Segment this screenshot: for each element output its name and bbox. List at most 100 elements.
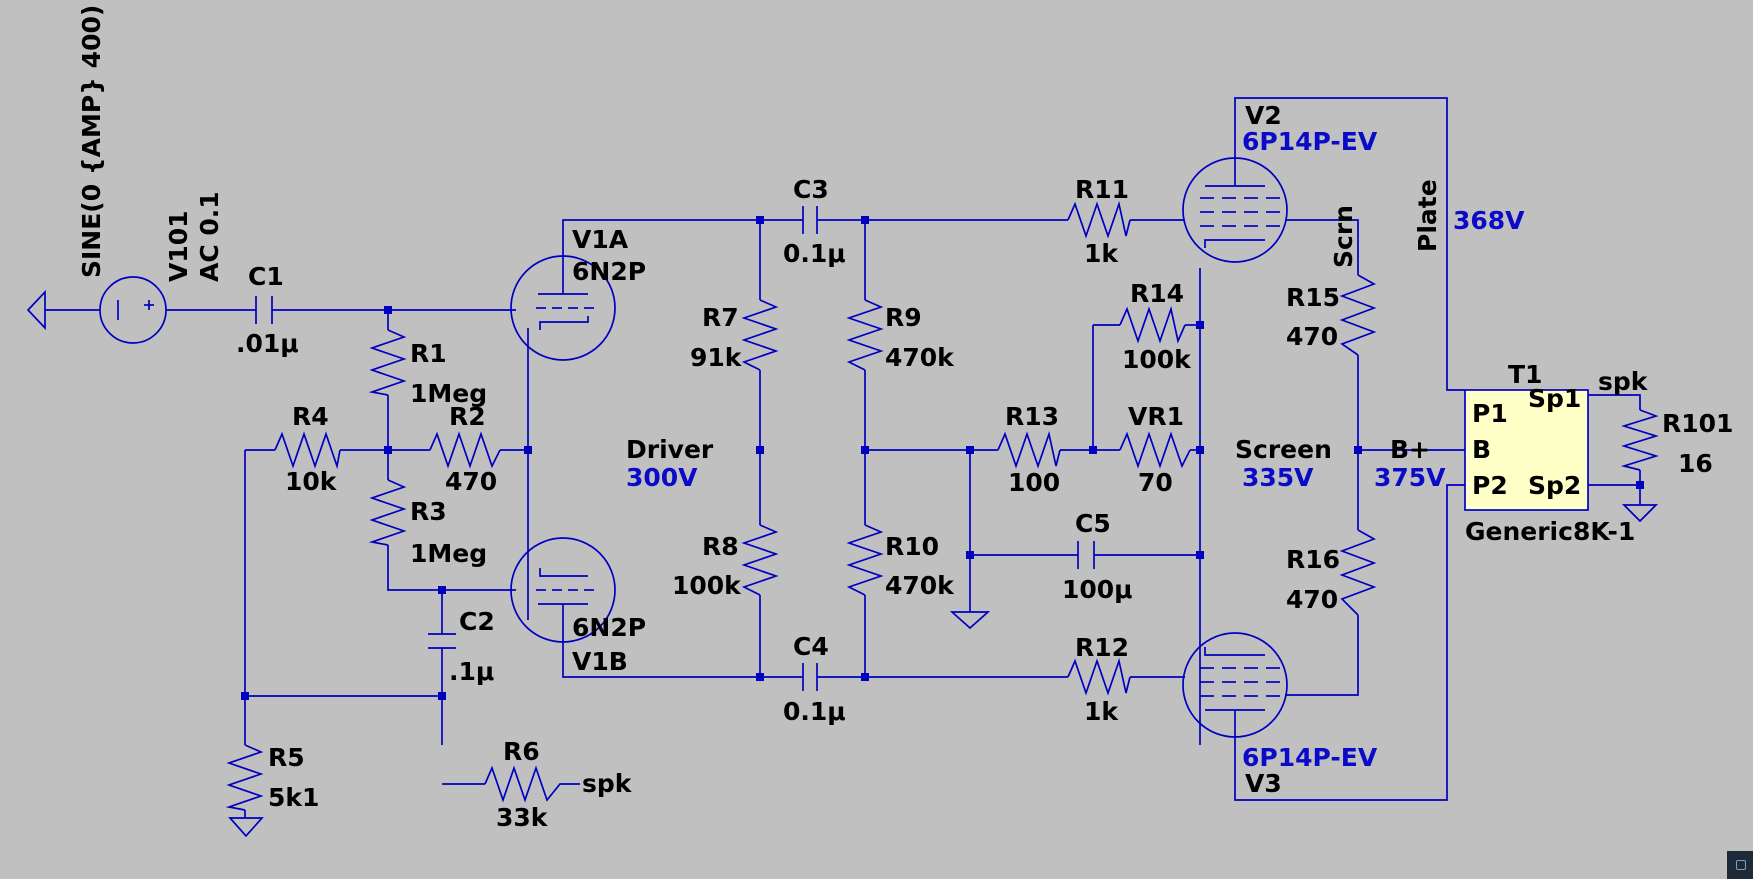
vr1-name: VR1	[1128, 402, 1184, 431]
tube-v3[interactable]	[1182, 632, 1288, 738]
r8-value: 100k	[672, 571, 742, 600]
resistor-r2	[429, 431, 501, 469]
resistor-r9	[846, 299, 884, 371]
capacitor-c4[interactable]	[802, 663, 818, 691]
v2-model: 6P14P-EV	[1242, 127, 1378, 156]
r15-value: 470	[1286, 322, 1338, 351]
v1b-name: V1B	[572, 647, 628, 676]
v3-model: 6P14P-EV	[1242, 743, 1378, 772]
net-driver: Driver	[626, 435, 714, 464]
capacitor-c5[interactable]	[1077, 541, 1095, 569]
t1-model: Generic8K-1	[1465, 517, 1635, 546]
resistor-r5	[225, 744, 264, 811]
r8-name: R8	[702, 532, 739, 561]
source-ac: AC 0.1	[195, 191, 224, 282]
resistor-r4	[274, 431, 341, 470]
r10-value: 470k	[885, 571, 955, 600]
capacitor-c2[interactable]	[428, 633, 456, 654]
r16-name: R16	[1286, 545, 1340, 574]
r14-name: R14	[1130, 279, 1184, 308]
c1-name: C1	[248, 262, 284, 291]
resistor-r3	[368, 479, 407, 546]
ground-icon	[228, 817, 264, 838]
resistor-r11	[1067, 200, 1131, 239]
r7-name: R7	[702, 303, 739, 332]
c5-value: 100μ	[1062, 575, 1133, 604]
r4-value: 10k	[285, 467, 338, 496]
c3-value: 0.1μ	[783, 239, 846, 268]
c4-name: C4	[793, 632, 829, 661]
net-driver-voltage: 300V	[626, 463, 698, 492]
tube-v2[interactable]	[1182, 150, 1288, 263]
source-waveform: SINE(0 {AMP} 400)	[77, 5, 106, 278]
net-bplus-voltage: 375V	[1374, 463, 1446, 492]
resistor-vr1	[1119, 431, 1191, 469]
net-screen: Screen	[1235, 435, 1332, 464]
r11-name: R11	[1075, 175, 1129, 204]
c1-value: .01μ	[236, 329, 299, 358]
r10-name: R10	[885, 532, 939, 561]
r3-value: 1Meg	[410, 539, 487, 568]
c5-name: C5	[1075, 509, 1111, 538]
capacitor-c1[interactable]	[255, 296, 273, 324]
r11-value: 1k	[1084, 239, 1119, 268]
r9-name: R9	[885, 303, 922, 332]
net-plate-voltage: 368V	[1453, 206, 1525, 235]
r13-value: 100	[1008, 468, 1060, 497]
resistor-r8	[741, 524, 779, 596]
t1-pin-b: B	[1472, 435, 1491, 464]
source-name: V101	[164, 210, 193, 282]
r6-value: 33k	[496, 803, 549, 832]
resistor-r7	[741, 299, 779, 371]
r101-value: 16	[1678, 449, 1713, 478]
ground-symbol-icon	[26, 289, 46, 331]
r4-name: R4	[292, 402, 329, 431]
r101-name: R101	[1662, 409, 1733, 438]
v2-name: V2	[1245, 101, 1282, 130]
r13-name: R13	[1005, 402, 1059, 431]
resistor-r14	[1119, 305, 1186, 344]
r16-value: 470	[1286, 585, 1338, 614]
v1a-name: V1A	[572, 225, 629, 254]
resistor-r13	[997, 430, 1061, 469]
r3-name: R3	[410, 497, 447, 526]
t1-pin-sp2: Sp2	[1528, 471, 1581, 500]
transformer-t1[interactable]	[1464, 389, 1589, 511]
r9-value: 470k	[885, 343, 955, 372]
c4-value: 0.1μ	[783, 697, 846, 726]
voltage-source-v101[interactable]	[26, 276, 167, 344]
v1a-model: 6N2P	[572, 257, 646, 286]
resistor-r12	[1067, 657, 1131, 696]
resistor-r16	[1339, 529, 1377, 616]
window-corner-icon[interactable]	[1727, 851, 1753, 879]
net-spk-r6: spk	[582, 769, 633, 798]
v3-name: V3	[1245, 769, 1282, 798]
r5-name: R5	[268, 743, 305, 772]
r15-name: R15	[1286, 283, 1340, 312]
t1-name: T1	[1508, 360, 1542, 389]
net-screen-voltage: 335V	[1242, 463, 1314, 492]
tube-v1b[interactable]	[510, 537, 616, 643]
resistor-r101	[1620, 409, 1659, 471]
r12-value: 1k	[1084, 697, 1119, 726]
r12-name: R12	[1075, 633, 1129, 662]
r2-value: 470	[445, 467, 497, 496]
tube-v1a[interactable]	[510, 255, 616, 361]
capacitor-c3[interactable]	[802, 206, 818, 234]
r5-value: 5k1	[268, 783, 319, 812]
net-spk-t1: spk	[1598, 367, 1649, 396]
c2-value: .1μ	[449, 657, 494, 686]
c3-name: C3	[793, 175, 829, 204]
r7-value: 91k	[690, 343, 743, 372]
resistor-r1	[368, 329, 407, 396]
t1-pin-sp1: Sp1	[1528, 384, 1581, 413]
sine-source-icon	[99, 276, 167, 344]
resistor-r15	[1339, 274, 1377, 356]
vr1-value: 70	[1138, 468, 1173, 497]
r1-name: R1	[410, 339, 447, 368]
resistor-r6	[484, 765, 580, 803]
r2-name: R2	[449, 402, 486, 431]
junctions	[241, 216, 1644, 700]
ground-icon	[1621, 504, 1659, 523]
